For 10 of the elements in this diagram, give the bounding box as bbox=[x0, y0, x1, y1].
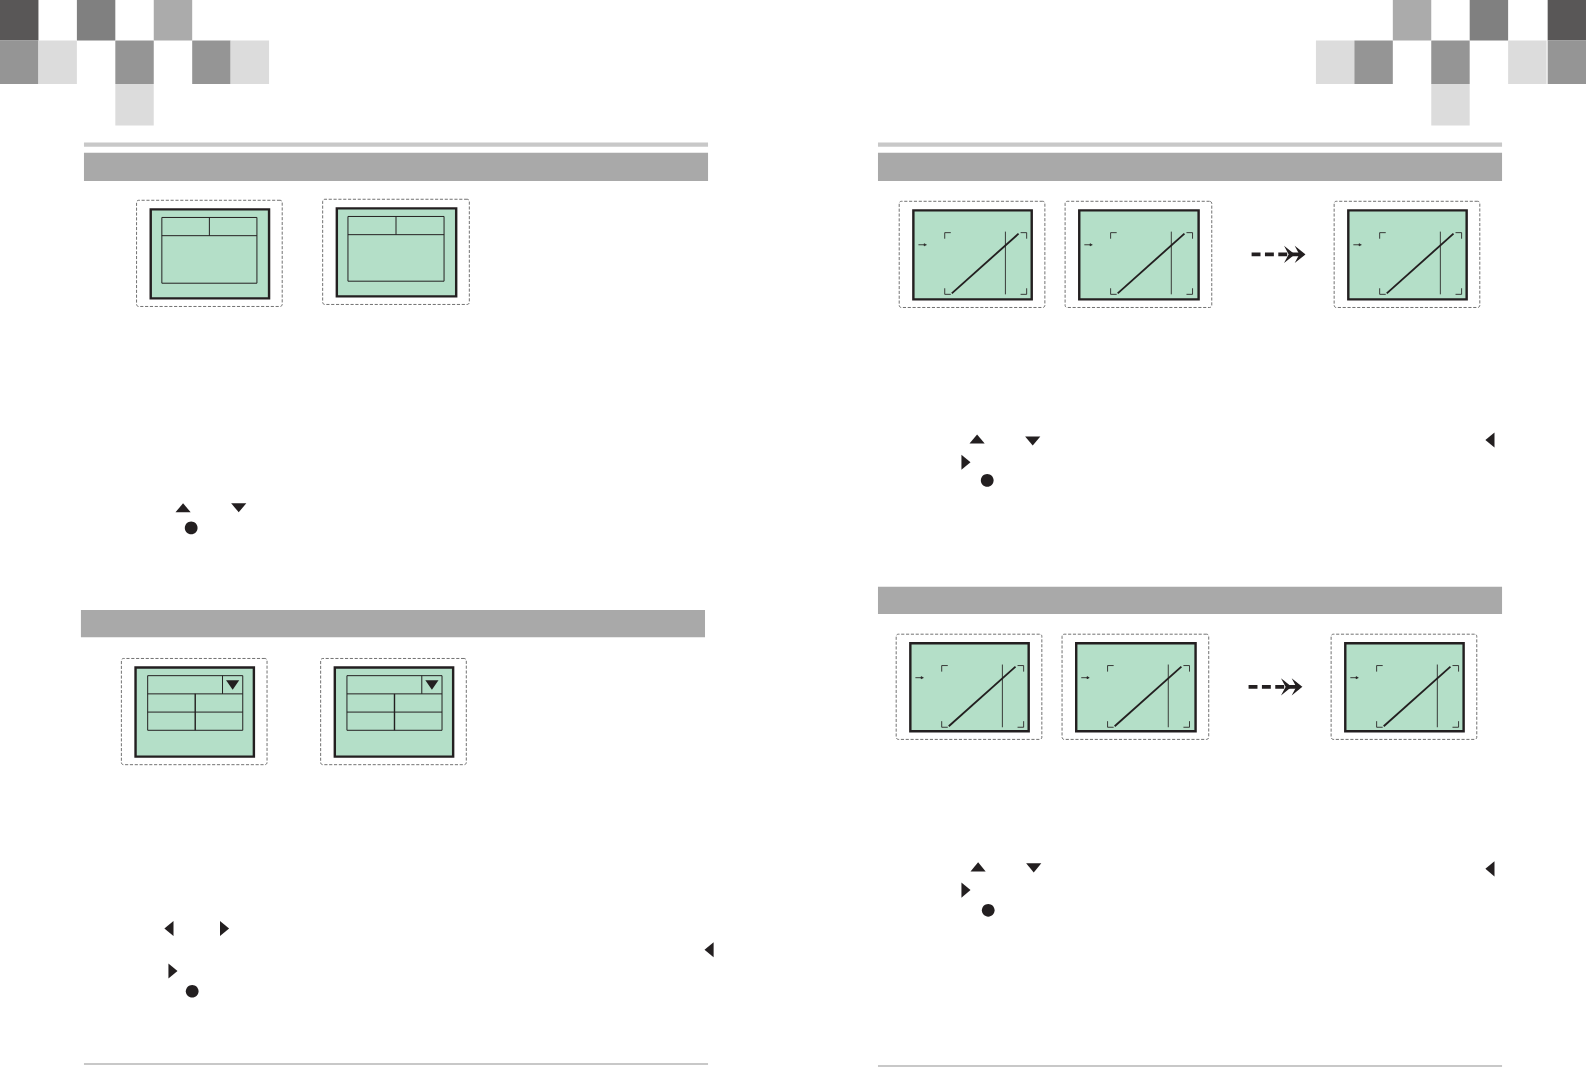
screen-illustration bbox=[898, 200, 1046, 308]
screen-illustration bbox=[322, 198, 470, 305]
screen-illustration bbox=[1064, 200, 1213, 308]
screen-illustration bbox=[320, 658, 467, 766]
screen-illustration bbox=[1330, 633, 1478, 740]
screen-illustration bbox=[895, 633, 1043, 740]
screen-illustration bbox=[1333, 200, 1481, 308]
screen-illustration bbox=[136, 199, 283, 307]
screen-illustration bbox=[121, 658, 268, 766]
screen-illustration bbox=[1061, 633, 1210, 740]
